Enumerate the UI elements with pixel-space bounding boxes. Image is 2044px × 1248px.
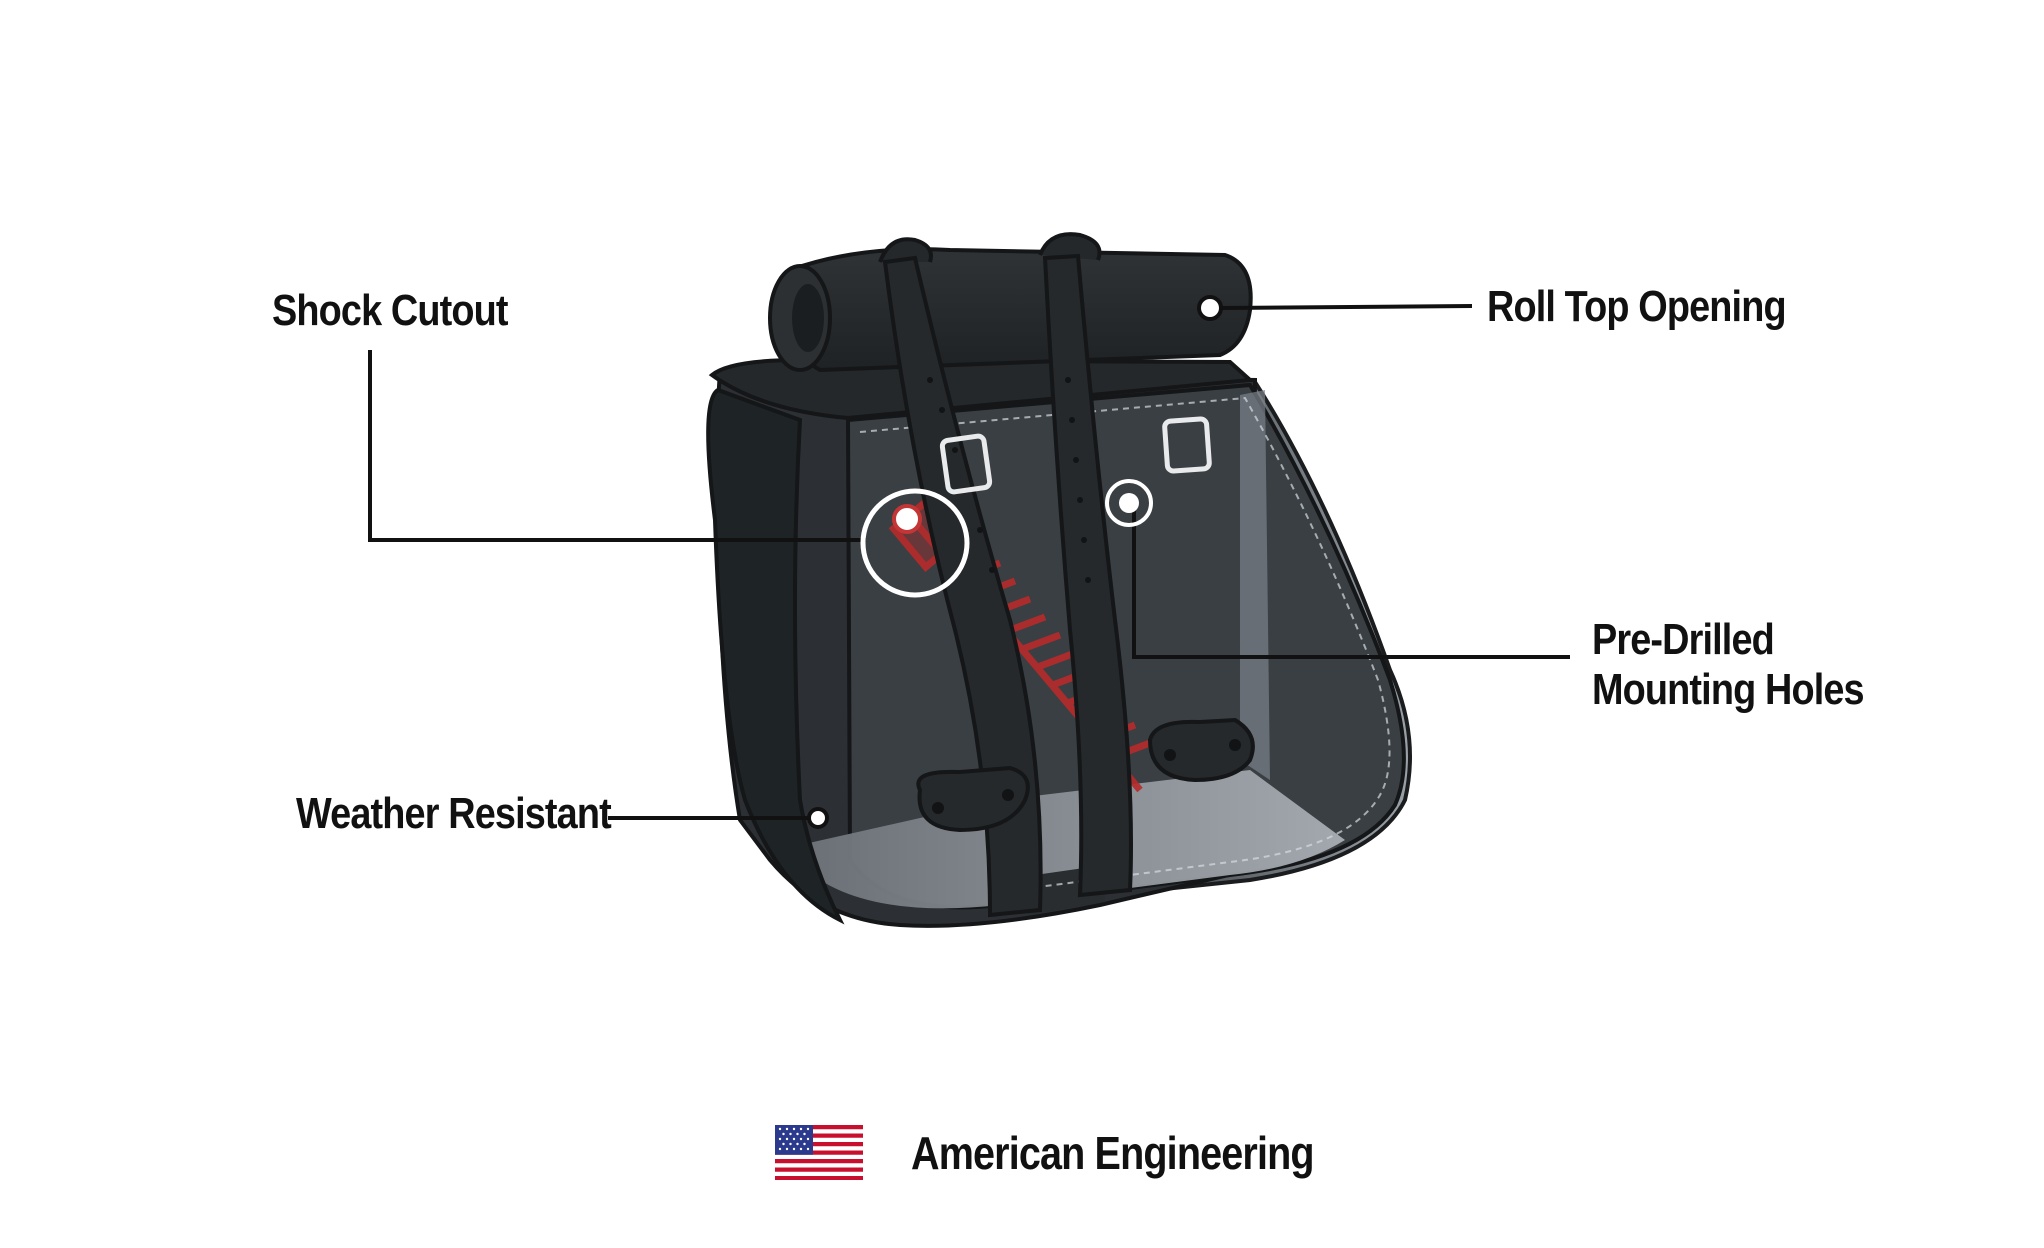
callout-markers <box>807 295 1223 829</box>
bag-inner-wall <box>1240 390 1270 780</box>
shock-cutout-marker-ring <box>860 488 970 598</box>
buckle-left <box>939 433 993 495</box>
bag-floor <box>800 770 1345 909</box>
footer: American Engineering <box>775 1125 1379 1180</box>
buckle-right <box>1162 416 1212 474</box>
shock-cutout-label: Shock Cutout <box>272 286 508 335</box>
strap-anchor-right <box>1147 717 1255 783</box>
saddlebag-illustration <box>706 232 1412 928</box>
strap-left <box>882 255 1043 918</box>
bag-left-side <box>706 387 845 925</box>
strap-anchor-left <box>916 765 1030 833</box>
american-engineering-label: American Engineering <box>911 1126 1315 1179</box>
shock-cutout-marker <box>892 504 922 534</box>
leader-roll-top <box>1221 304 1473 310</box>
roll-top-marker <box>1197 295 1223 321</box>
weather-marker <box>807 807 829 829</box>
leader-shock-cutout <box>368 350 866 542</box>
callout-leaders <box>368 304 1570 820</box>
pre-drilled-marker-ring <box>1105 479 1153 527</box>
roll-top <box>784 247 1253 373</box>
pre-drilled-line2: Mounting Holes <box>1592 665 1865 714</box>
bag-handle-right <box>1038 232 1102 261</box>
pre-drilled-marker <box>1119 493 1139 513</box>
roll-top-end-inner <box>792 284 824 352</box>
roll-top-opening-label: Roll Top Opening <box>1487 282 1787 331</box>
stitch-line <box>859 396 1391 893</box>
strap-right <box>1042 253 1133 898</box>
pre-drilled-mounting-holes-label: Pre-Drilled Mounting Holes <box>1592 615 1865 715</box>
leader-pre-drilled <box>1132 503 1570 659</box>
pre-drilled-line1: Pre-Drilled <box>1592 615 1775 664</box>
bag-lid <box>708 357 1255 421</box>
bag-handle-left <box>878 237 933 263</box>
weather-resistant-label: Weather Resistant <box>296 789 612 838</box>
us-flag-icon <box>775 1125 863 1180</box>
